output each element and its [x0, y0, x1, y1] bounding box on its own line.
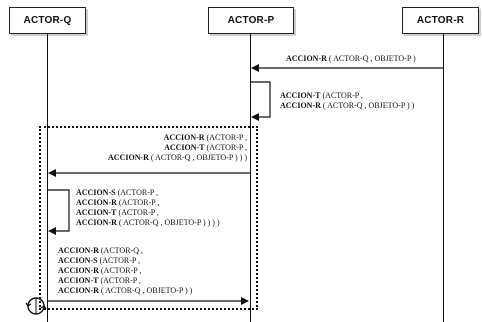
- message-m4-line-3: ACCION-T (ACTOR-P ,: [76, 208, 159, 217]
- actor-label-r: ACTOR-R: [416, 15, 465, 26]
- message-m4-line-2: ACCION-R (ACTOR-P ,: [76, 198, 160, 207]
- arrow-m4-self: [47, 189, 70, 235]
- message-m3-line-3: ACCION-R ( ACTOR-Q , OBJETO-P ) ) ): [108, 153, 247, 162]
- actor-box-r: ACTOR-R: [402, 7, 479, 34]
- lifeline-p: [250, 34, 251, 322]
- message-m5-line-2: ACCION-S (ACTOR-P ,: [58, 256, 141, 265]
- message-m5: ACCION-R (ACTOR-Q , ACCION-S (ACTOR-P , …: [58, 246, 192, 296]
- actor-box-p: ACTOR-P: [208, 7, 294, 34]
- message-m1: ACCION-R ( ACTOR-Q , OBJETO-P ): [286, 54, 416, 64]
- message-m2-line-2: ACCION-R ( ACTOR-Q , OBJETO-P ) ): [280, 101, 415, 110]
- lifeline-q: [47, 34, 48, 322]
- actor-box-q: ACTOR-Q: [9, 7, 86, 34]
- message-m3-line-1: ACCION-R (ACTOR-P ,: [163, 133, 247, 142]
- message-m2: ACCION-T (ACTOR-P , ACCION-R ( ACTOR-Q ,…: [280, 91, 414, 111]
- message-m3: ACCION-R (ACTOR-P , ACCION-T (ACTOR-P , …: [100, 133, 247, 163]
- message-m4-line-4: ACCION-R ( ACTOR-Q , OBJETO-P ) ) ) ): [76, 218, 220, 227]
- message-m3-line-2: ACCION-T (ACTOR-P ,: [164, 143, 247, 152]
- loop-fragment-frame: [39, 126, 258, 310]
- message-m2-line-1: ACCION-T (ACTOR-P ,: [280, 91, 363, 100]
- lifeline-r: [443, 34, 444, 322]
- arrow-m2-self: [250, 81, 271, 121]
- message-m5-line-1: ACCION-R (ACTOR-Q ,: [58, 246, 143, 255]
- actor-label-q: ACTOR-Q: [23, 15, 72, 26]
- actor-label-p: ACTOR-P: [227, 15, 275, 26]
- message-m1-line-1: ACCION-R ( ACTOR-Q , OBJETO-P ): [286, 54, 416, 63]
- message-m4-line-1: ACCION-S (ACTOR-P ,: [76, 188, 159, 197]
- message-m5-line-3: ACCION-R (ACTOR-P ,: [58, 266, 142, 275]
- message-m5-line-5: ACCION-R ( ACTOR-Q , OBJETO-P ) ): [58, 286, 193, 295]
- loop-icon: [25, 297, 47, 315]
- message-m4: ACCION-S (ACTOR-P , ACCION-R (ACTOR-P , …: [76, 188, 220, 228]
- message-m5-line-4: ACCION-T (ACTOR-P ,: [58, 276, 141, 285]
